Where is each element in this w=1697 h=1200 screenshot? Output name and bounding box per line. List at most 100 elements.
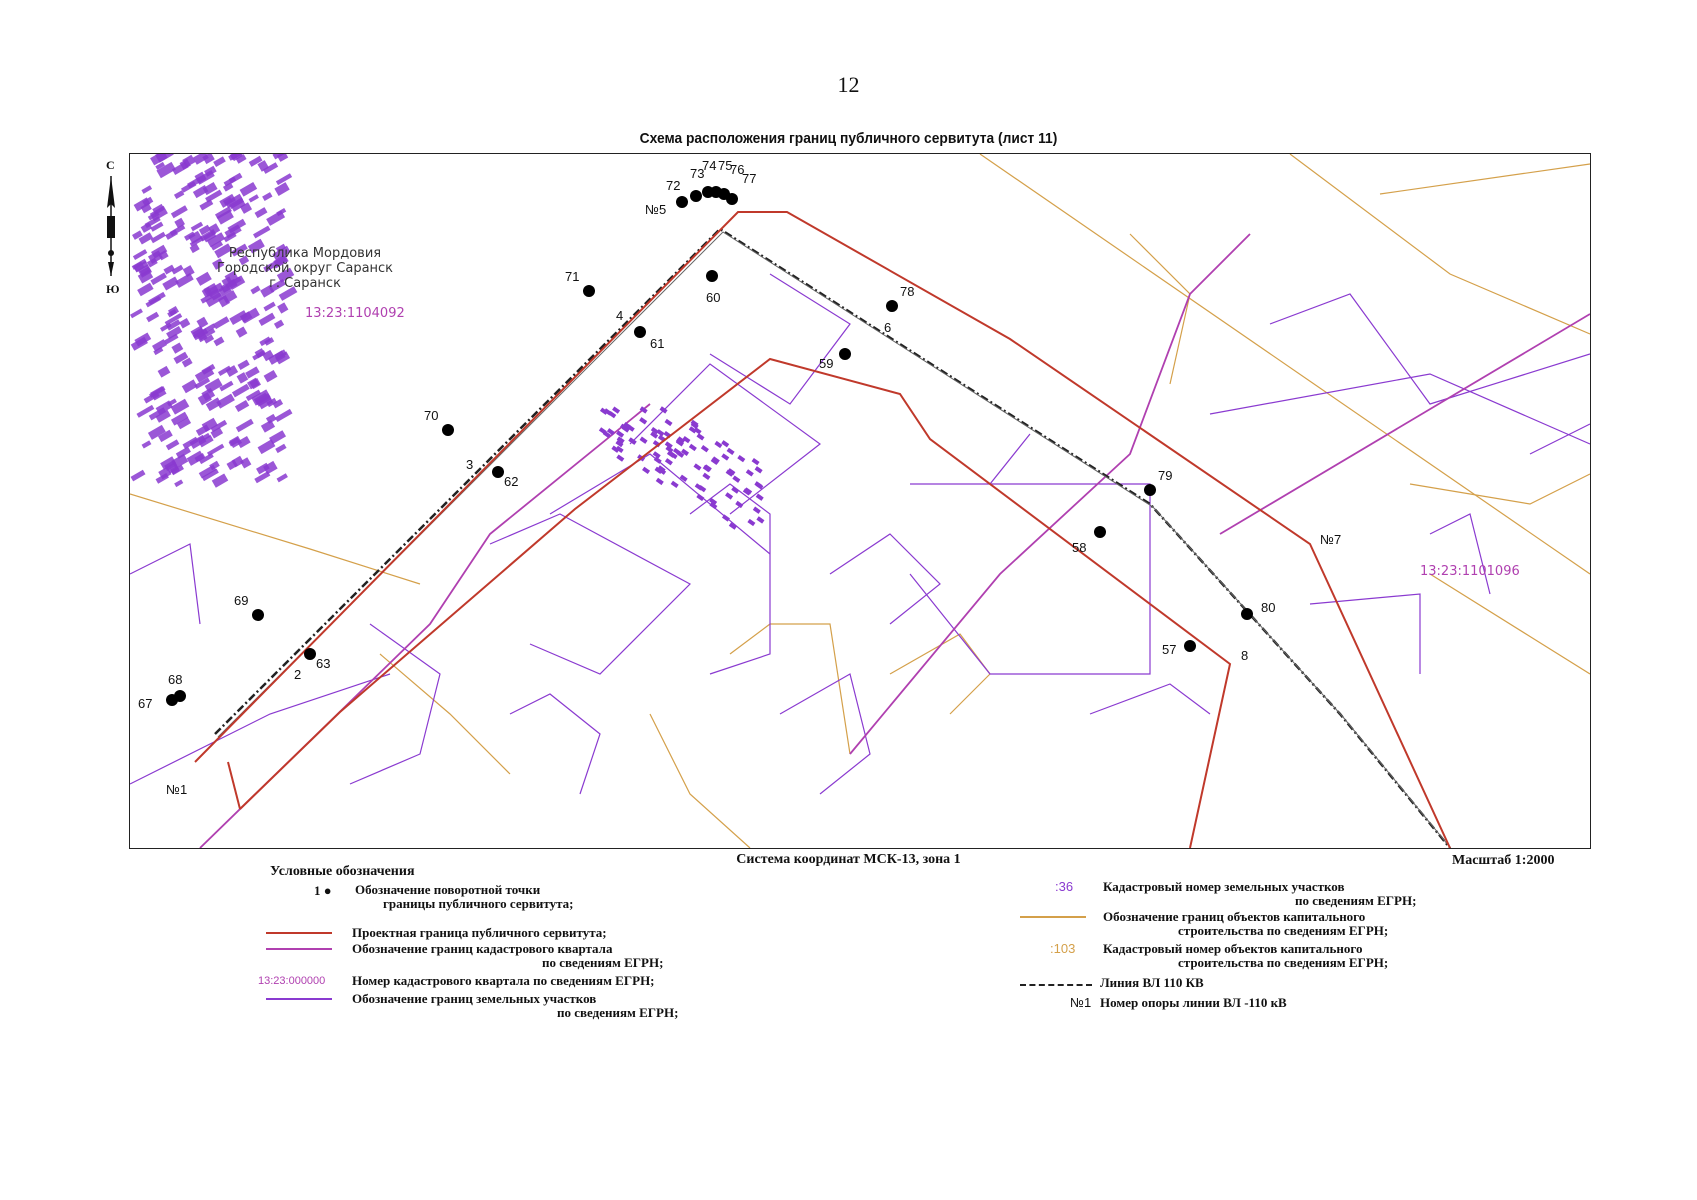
building-block xyxy=(211,473,229,488)
parking-block xyxy=(714,440,723,449)
legend-vl110-line xyxy=(1020,984,1092,986)
building-block xyxy=(201,417,218,433)
building-block xyxy=(260,419,276,433)
building-block xyxy=(132,249,148,260)
parking-block xyxy=(628,437,637,445)
building-block xyxy=(209,460,220,471)
building-block xyxy=(142,196,154,207)
building-block xyxy=(268,279,286,293)
building-block xyxy=(171,453,189,469)
legend-capital-line xyxy=(1020,916,1086,918)
turning-point-label: 59 xyxy=(819,356,834,371)
legend-text: по сведениям ЕГРН; xyxy=(557,1005,679,1020)
building-block xyxy=(250,285,261,295)
turning-point-label: 80 xyxy=(1261,600,1276,615)
building-block xyxy=(202,182,218,196)
building-block xyxy=(213,316,230,330)
turning-point-label: 62 xyxy=(504,474,519,489)
building-block xyxy=(130,308,143,319)
building-block xyxy=(166,319,181,331)
parking-block xyxy=(721,514,730,522)
building-block xyxy=(195,271,212,286)
building-block xyxy=(262,162,279,174)
building-block xyxy=(145,295,162,308)
legend-text: по сведениям ЕГРН; xyxy=(542,955,664,970)
turning-point-marker xyxy=(1241,608,1253,620)
building-block xyxy=(140,222,153,233)
building-block xyxy=(214,243,233,259)
building-block xyxy=(275,351,291,365)
building-block xyxy=(210,427,224,439)
building-block xyxy=(155,161,165,170)
parking-block xyxy=(688,443,697,452)
building-block xyxy=(248,194,259,203)
parcels-layer xyxy=(130,273,1590,795)
building-block xyxy=(235,326,248,338)
parking-block xyxy=(696,493,705,502)
parking-block xyxy=(728,522,737,530)
building-block xyxy=(182,154,196,168)
turning-point-label: 2 xyxy=(294,667,302,682)
building-block xyxy=(253,225,271,239)
building-block xyxy=(164,313,183,326)
building-block xyxy=(213,336,225,347)
turning-point-label: 67 xyxy=(138,696,153,711)
building-block xyxy=(259,336,272,347)
building-block xyxy=(223,176,237,187)
building-block xyxy=(269,430,287,445)
building-block xyxy=(231,243,248,257)
turning-point-marker xyxy=(1144,484,1156,496)
legend-text: Кадастровый номер земельных участков xyxy=(1103,879,1345,894)
building-block xyxy=(156,161,176,179)
parking-block xyxy=(658,467,667,475)
building-block xyxy=(239,202,253,214)
turning-point-label: 76 xyxy=(730,162,745,177)
parking-block xyxy=(709,501,718,510)
parking-block xyxy=(611,445,620,453)
parking-block xyxy=(653,456,662,464)
building-block xyxy=(163,264,175,275)
building-block xyxy=(151,244,168,259)
legend-point-symbol-text: 1 xyxy=(314,883,321,898)
built-up-area xyxy=(130,154,765,530)
turning-point-label: 8 xyxy=(1241,648,1249,663)
parking-block xyxy=(747,518,756,527)
building-block xyxy=(194,452,206,463)
parking-block xyxy=(737,454,746,463)
parking-block xyxy=(642,466,651,475)
building-block xyxy=(160,322,172,332)
building-block xyxy=(146,311,160,323)
building-block xyxy=(219,380,234,392)
turning-point-label: 61 xyxy=(650,336,665,351)
parking-block xyxy=(735,500,744,509)
building-block xyxy=(257,439,276,455)
parking-block xyxy=(639,417,648,425)
building-block xyxy=(190,221,204,232)
building-block xyxy=(200,323,216,335)
building-block xyxy=(276,473,288,483)
parking-block xyxy=(700,445,709,453)
building-block xyxy=(272,399,284,409)
legend-text: Обозначение границ кадастрового квартала xyxy=(352,941,613,956)
vl-110-line-shadow xyxy=(217,231,1452,848)
building-block xyxy=(237,359,250,370)
building-block xyxy=(171,264,184,275)
building-block xyxy=(201,387,216,402)
building-block xyxy=(166,325,183,340)
building-block xyxy=(201,363,216,375)
building-block xyxy=(203,282,219,297)
legend-text: Обозначение границ объектов капитального xyxy=(1103,909,1366,924)
turning-point-label: 57 xyxy=(1162,642,1177,657)
building-block xyxy=(272,154,285,160)
parking-block xyxy=(650,431,659,439)
parking-block xyxy=(703,464,712,472)
building-block xyxy=(276,267,295,283)
building-block xyxy=(137,282,154,297)
building-block xyxy=(245,366,260,379)
building-block xyxy=(203,334,215,344)
north-arrow-icon: С Ю xyxy=(98,158,126,298)
parking-block xyxy=(751,457,760,466)
south-label: Ю xyxy=(106,282,120,296)
